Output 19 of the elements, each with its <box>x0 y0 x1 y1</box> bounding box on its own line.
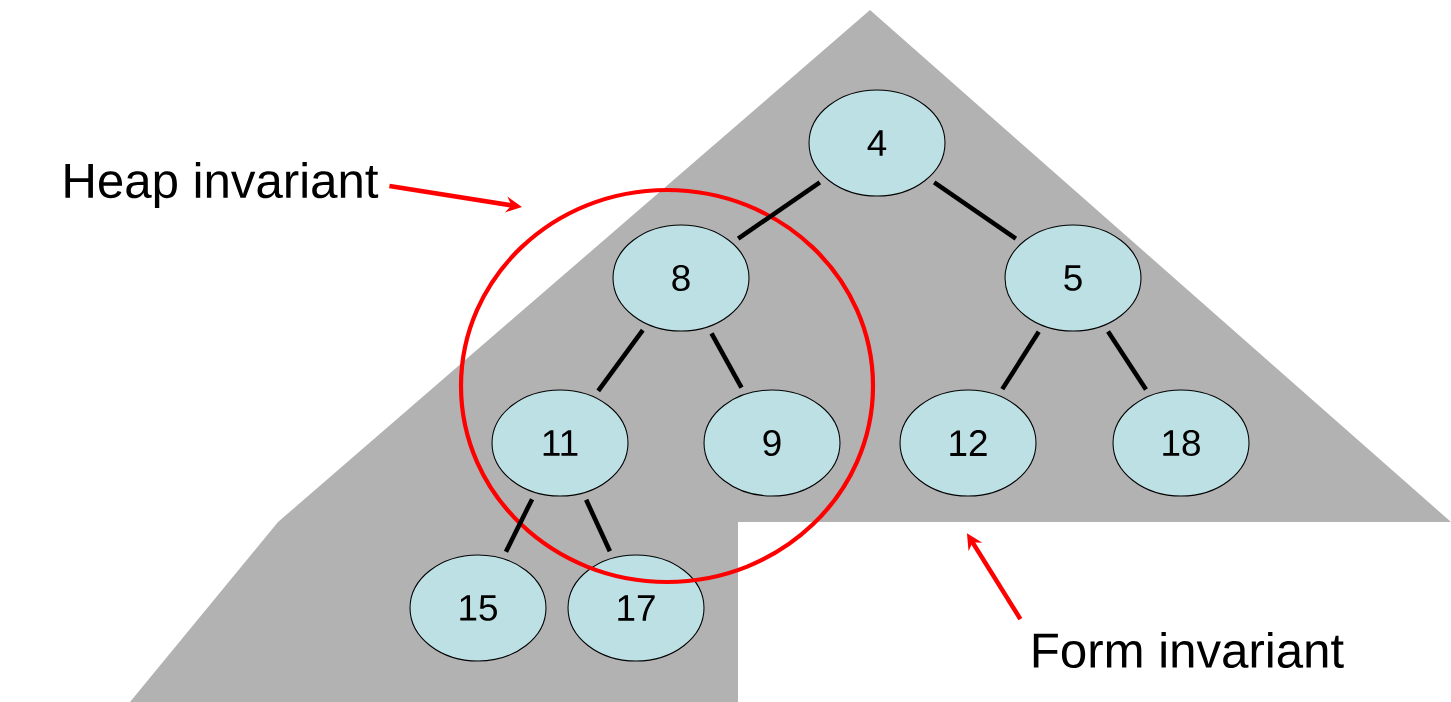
tree-node: 9 <box>703 389 841 497</box>
tree-node: 18 <box>1112 389 1250 497</box>
connector-line <box>736 180 822 241</box>
connector-line <box>584 498 612 553</box>
tree-node: 5 <box>1004 224 1142 332</box>
connector-line <box>709 332 744 389</box>
annotation-label: Form invariant <box>1033 631 1344 669</box>
tree-node: 15 <box>409 554 547 662</box>
tree-node: 12 <box>899 389 1037 497</box>
tree-node: 4 <box>808 89 946 197</box>
connector-line <box>1000 330 1041 391</box>
tree-node: 17 <box>567 554 705 662</box>
tree-node: 8 <box>612 224 750 332</box>
connector-line <box>932 180 1018 241</box>
tree-node: 11 <box>491 389 629 497</box>
annotation-label: Heap invariant <box>65 162 379 208</box>
connector-line <box>596 328 645 393</box>
connector-line <box>503 498 535 553</box>
connector-line <box>1106 330 1148 391</box>
